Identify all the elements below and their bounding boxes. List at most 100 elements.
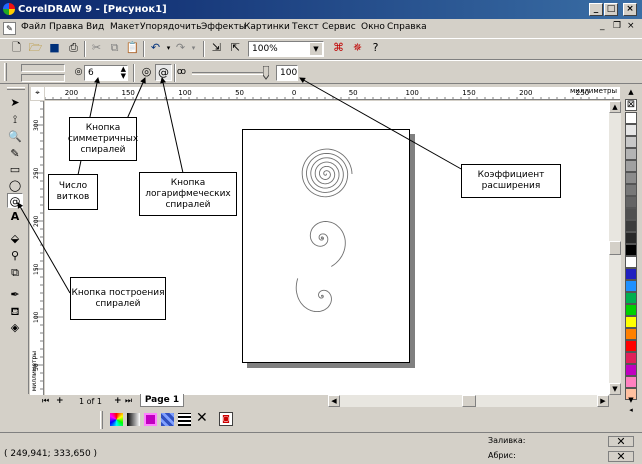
shape-tool-icon[interactable]: ⟟: [12, 113, 18, 126]
palette-flyout-icon[interactable]: ◂: [629, 406, 633, 414]
expansion-slider[interactable]: [192, 72, 269, 75]
menu-file[interactable]: Файл: [21, 22, 46, 32]
menu-tools[interactable]: Сервис: [322, 22, 356, 32]
whats-this-help-icon[interactable]: ?: [372, 41, 379, 54]
object-size-height-field[interactable]: [21, 74, 65, 82]
spin-down-icon[interactable]: ▼: [120, 72, 126, 80]
first-page-icon[interactable]: ⏮: [42, 396, 50, 405]
color-docker-icon[interactable]: [110, 413, 123, 426]
pattern-fill-icon[interactable]: [144, 413, 157, 426]
palette-swatch[interactable]: [625, 112, 637, 124]
menu-arrange[interactable]: Упорядочить: [140, 22, 202, 32]
toolbox-grip[interactable]: [7, 87, 25, 90]
palette-swatch[interactable]: [625, 196, 637, 208]
menu-window[interactable]: Окно: [361, 22, 385, 32]
spiral-turns-field[interactable]: 6 ▲ ▼: [84, 65, 128, 81]
palette-swatch[interactable]: [625, 292, 637, 304]
fountain-fill-icon[interactable]: [127, 413, 140, 426]
add-page-before-icon[interactable]: +: [56, 396, 64, 406]
scroll-down-icon[interactable]: ▼: [609, 383, 621, 395]
vertical-scroll-thumb[interactable]: [609, 241, 621, 255]
horizontal-scrollbar[interactable]: ◀ ▶: [328, 395, 609, 407]
palette-swatch[interactable]: [625, 232, 637, 244]
open-icon[interactable]: 🗁: [28, 41, 43, 54]
palette-swatch[interactable]: [625, 160, 637, 172]
palette-swatch[interactable]: [625, 340, 637, 352]
zoom-level-select[interactable]: 100% ▼: [248, 41, 324, 57]
freehand-tool-icon[interactable]: ✎: [10, 147, 20, 160]
fill-tool-icon[interactable]: ⛾: [10, 305, 20, 318]
palette-scroll-down-icon[interactable]: ▼: [628, 396, 634, 404]
menu-bitmaps[interactable]: Картинки: [244, 22, 290, 32]
menu-effects[interactable]: Эффекты: [201, 22, 246, 32]
expansion-factor-field[interactable]: 100: [276, 65, 298, 81]
palette-swatch[interactable]: [625, 376, 637, 388]
doc-restore-icon[interactable]: ❐: [613, 21, 622, 31]
toolbar-grip[interactable]: [4, 63, 7, 81]
outline-swatch-none-icon[interactable]: ✕: [608, 451, 634, 462]
interactive-fill-tool-icon[interactable]: ⬙: [10, 232, 20, 245]
eyedropper-tool-icon[interactable]: ⚲: [10, 249, 20, 262]
outline-tool-icon[interactable]: ✒: [10, 288, 20, 301]
palette-swatch[interactable]: [625, 268, 637, 280]
palette-swatch[interactable]: [625, 220, 637, 232]
pick-tool-icon[interactable]: ➤: [10, 96, 20, 109]
expansion-slider-thumb[interactable]: [262, 65, 270, 80]
interactive-transparency-tool-icon[interactable]: ◈: [10, 321, 20, 334]
scroll-up-icon[interactable]: ▲: [609, 101, 621, 113]
palette-swatch[interactable]: [625, 256, 637, 268]
spin-up-icon[interactable]: ▲: [120, 65, 126, 73]
paste-icon[interactable]: 📋: [125, 41, 140, 54]
import-icon[interactable]: ⇲: [211, 41, 222, 54]
cut-icon[interactable]: ✂: [91, 41, 102, 54]
chevron-down-icon[interactable]: ▼: [310, 43, 322, 55]
palette-swatch[interactable]: [625, 172, 637, 184]
horizontal-scroll-thumb[interactable]: [462, 395, 476, 407]
menu-help[interactable]: Справка: [387, 22, 427, 32]
menu-layout[interactable]: Макет: [110, 22, 140, 32]
rectangle-tool-icon[interactable]: ▭: [9, 163, 21, 176]
redo-dropdown-icon[interactable]: ▾: [191, 44, 196, 52]
palette-swatch[interactable]: [625, 208, 637, 220]
palette-swatch[interactable]: [625, 184, 637, 196]
palette-swatch[interactable]: [625, 244, 637, 256]
scroll-right-icon[interactable]: ▶: [597, 395, 609, 407]
palette-swatch[interactable]: [625, 364, 637, 376]
save-icon[interactable]: ■: [49, 41, 60, 54]
new-icon[interactable]: 🗋: [12, 41, 21, 54]
no-fill-icon[interactable]: ✕: [196, 410, 208, 426]
palette-swatch[interactable]: [625, 352, 637, 364]
menu-text[interactable]: Текст: [292, 22, 319, 32]
color-settings-icon[interactable]: ◙: [219, 412, 233, 426]
text-tool-icon[interactable]: A: [10, 210, 20, 223]
export-icon[interactable]: ⇱: [230, 41, 241, 54]
page-tab[interactable]: Page 1: [140, 394, 184, 407]
texture-fill-icon[interactable]: [161, 413, 174, 426]
palette-scroll-up-icon[interactable]: ▲: [628, 88, 634, 96]
palette-swatch[interactable]: [625, 328, 637, 340]
palette-swatch[interactable]: [625, 280, 637, 292]
last-page-icon[interactable]: ⏭: [125, 396, 133, 405]
symmetric-spiral-button[interactable]: ◎: [141, 65, 152, 78]
vertical-scrollbar[interactable]: ▲ ▼: [609, 101, 621, 395]
redo-icon[interactable]: ↷: [175, 41, 186, 54]
palette-swatch[interactable]: [625, 304, 637, 316]
palette-swatch[interactable]: [625, 316, 637, 328]
doc-minimize-icon[interactable]: _: [600, 21, 605, 31]
menu-view[interactable]: Вид: [86, 22, 105, 32]
interactive-blend-tool-icon[interactable]: ⧉: [11, 266, 19, 279]
palette-swatch[interactable]: [625, 136, 637, 148]
add-page-after-icon[interactable]: +: [114, 396, 122, 406]
zoom-tool-icon[interactable]: 🔍: [8, 130, 22, 143]
coreldraw-app-icon[interactable]: [3, 3, 15, 15]
doc-close-icon[interactable]: ×: [627, 21, 635, 31]
close-button[interactable]: ×: [623, 3, 637, 16]
ellipse-tool-icon[interactable]: ◯: [8, 179, 22, 192]
corel-online-icon[interactable]: ✵: [352, 41, 363, 54]
palette-swatch[interactable]: [625, 388, 637, 400]
fill-swatch-none-icon[interactable]: ✕: [608, 436, 634, 447]
palette-swatch[interactable]: [625, 124, 637, 136]
undo-dropdown-icon[interactable]: ▾: [166, 44, 171, 52]
application-launcher-icon[interactable]: ⌘: [333, 41, 344, 54]
minimize-button[interactable]: _: [589, 3, 603, 16]
